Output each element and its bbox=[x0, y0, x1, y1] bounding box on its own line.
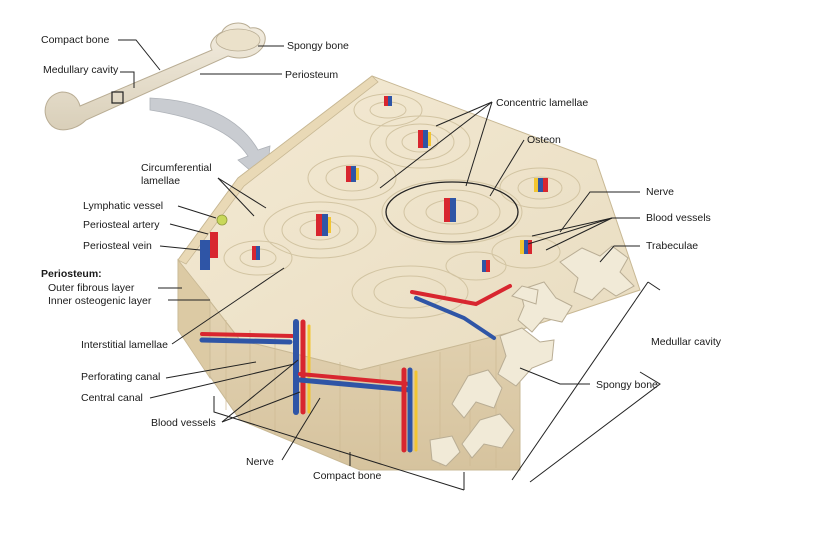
label-concentric-lamellae: Concentric lamellae bbox=[496, 97, 589, 109]
femur-illustration bbox=[44, 22, 266, 131]
label-perforating-canal: Perforating canal bbox=[81, 371, 161, 383]
periosteum-band bbox=[177, 75, 379, 265]
label-outer-fibrous-layer: Outer fibrous layer bbox=[48, 282, 135, 294]
label-nerve-bottom: Nerve bbox=[246, 456, 275, 468]
label-central-canal: Central canal bbox=[81, 392, 143, 404]
label-compact-bone-bottom: Compact bone bbox=[313, 470, 382, 482]
side-vessels bbox=[199, 319, 418, 453]
label-periosteum-top: Periosteum bbox=[285, 69, 339, 81]
periosteum-side bbox=[177, 258, 211, 380]
label-inner-osteogenic-layer: Inner osteogenic layer bbox=[48, 295, 152, 307]
periosteal-vessels bbox=[200, 214, 228, 270]
leader-lines bbox=[118, 39, 661, 491]
spongy-bone bbox=[429, 245, 635, 467]
label-compact-bone-top: Compact bone bbox=[41, 34, 110, 46]
label-trabeculae: Trabeculae bbox=[646, 240, 699, 252]
label-medullar-cavity: Medullar cavity bbox=[651, 336, 722, 348]
label-osteon: Osteon bbox=[527, 134, 561, 146]
perforating-vessels-top bbox=[410, 284, 512, 340]
label-periosteal-vein: Periosteal vein bbox=[83, 240, 152, 252]
label-interstitial-lamellae: Interstitial lamellae bbox=[81, 339, 168, 351]
label-circumferential-lamellae-line2: lamellae bbox=[141, 175, 181, 187]
label-periosteal-artery: Periosteal artery bbox=[83, 219, 160, 231]
label-lymphatic-vessel: Lymphatic vessel bbox=[83, 200, 164, 212]
bone-block-top bbox=[177, 75, 641, 371]
label-blood-vessels-bottom: Blood vessels bbox=[151, 417, 216, 429]
femur-zoom-box bbox=[111, 91, 124, 104]
label-circumferential-lamellae-line1: Circumferential bbox=[141, 162, 212, 174]
osteon-rings bbox=[223, 93, 581, 319]
label-spongy-bone-top: Spongy bone bbox=[287, 40, 349, 52]
osteon-canals bbox=[252, 96, 548, 272]
label-nerve-right: Nerve bbox=[646, 186, 675, 198]
label-blood-vessels-right: Blood vessels bbox=[646, 212, 711, 224]
label-periosteum-heading: Periosteum: bbox=[41, 268, 102, 280]
label-medullary-cavity-top: Medullary cavity bbox=[43, 64, 119, 76]
femur-head-spongy bbox=[215, 28, 261, 52]
label-spongy-bone-bottom: Spongy bone bbox=[596, 379, 658, 391]
osteon-callout bbox=[385, 181, 519, 243]
